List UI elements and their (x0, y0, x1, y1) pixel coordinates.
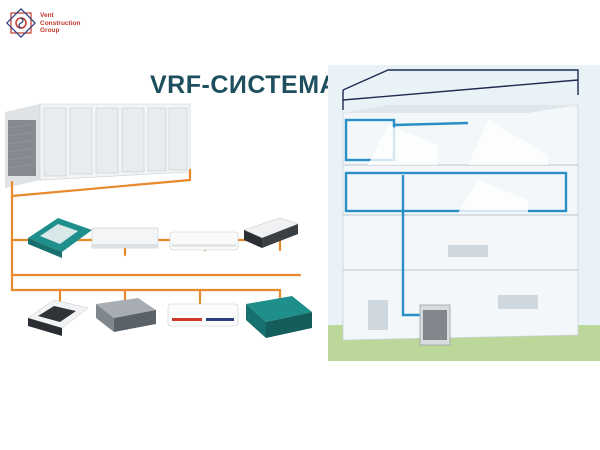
brand-line-3: Group (40, 27, 60, 34)
brand-line-2: Construction (40, 19, 81, 27)
indoor-unit-icon (96, 298, 156, 332)
indoor-unit-icon (167, 303, 239, 327)
indoor-unit-icon (28, 218, 92, 258)
brand-logo: Vent Construction Group (6, 8, 96, 42)
brand-line-1: Vent (40, 12, 54, 19)
indoor-unit-icon (246, 296, 312, 338)
indoor-unit-icon (243, 217, 299, 248)
brand-name: Vent Construction Group (40, 12, 80, 35)
building-illustration (328, 65, 600, 361)
indoor-unit-icon (27, 299, 89, 336)
indoor-unit-icon (169, 231, 239, 251)
outdoor-unit-icon (5, 103, 191, 188)
vrf-scheme-illustration (5, 103, 312, 338)
logo-icon (6, 8, 36, 38)
building-icon (342, 69, 579, 346)
indoor-unit-icon (91, 227, 159, 249)
page-title: VRF-СИСТЕМА (150, 71, 339, 99)
